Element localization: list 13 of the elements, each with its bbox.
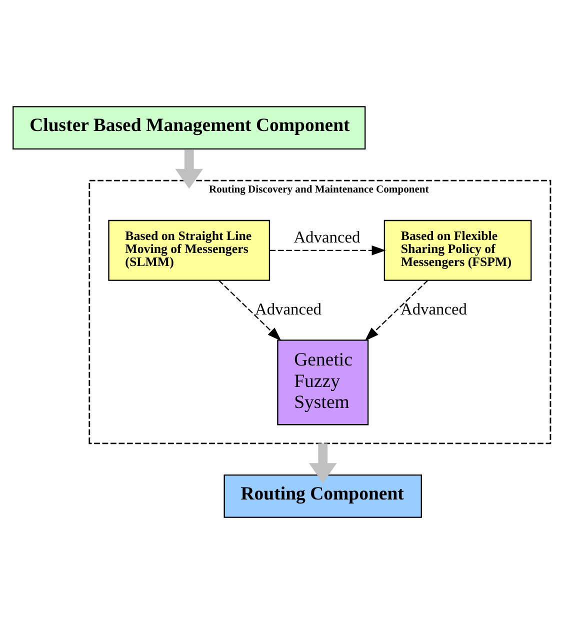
arrow [308, 442, 337, 483]
node-box: Based on Straight Line Moving of Messengers (SLMM) [108, 219, 270, 280]
edge-label: Advanced [255, 299, 322, 318]
node-box: Genetic Fuzzy System [277, 339, 369, 425]
arrow [218, 279, 282, 340]
edge-label: Advanced [294, 226, 360, 246]
edge-label: Advanced [400, 299, 467, 318]
arrow [175, 148, 204, 188]
node-box: Routing Component [224, 474, 422, 518]
node-box: Cluster Based Management Component [12, 106, 366, 150]
arrow [364, 279, 428, 340]
arrow [270, 244, 386, 255]
node-box: Based on Flexible Sharing Policy of Messengers (FSPM) [384, 219, 532, 280]
